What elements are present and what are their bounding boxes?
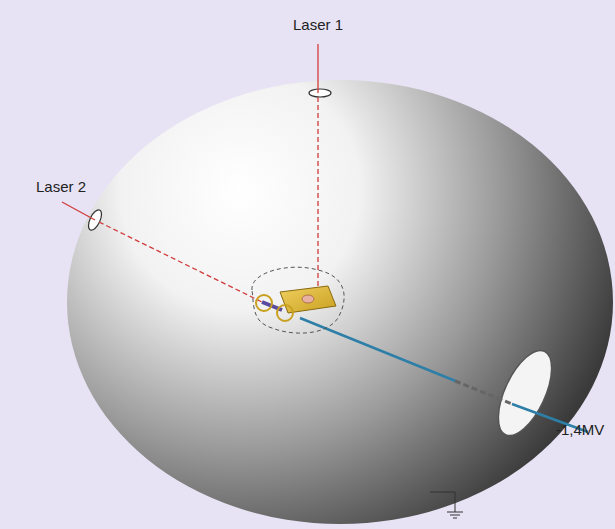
ground-symbol bbox=[447, 492, 463, 518]
ground-wire bbox=[430, 492, 455, 493]
laser-beam bbox=[62, 202, 95, 220]
laser-port bbox=[309, 89, 331, 97]
laser-beam bbox=[317, 97, 318, 302]
label-text: Laser 1 bbox=[293, 17, 343, 32]
cable-port bbox=[487, 343, 562, 443]
laser-beam bbox=[317, 44, 318, 93]
hv-cable bbox=[455, 381, 512, 404]
hv-cable bbox=[300, 318, 458, 382]
vacuum-region bbox=[252, 267, 344, 333]
target-plate bbox=[280, 286, 336, 313]
sphere bbox=[67, 80, 613, 524]
label-text: -1,4MV bbox=[556, 422, 604, 437]
electrode-ring bbox=[277, 305, 293, 321]
laser-spot bbox=[302, 295, 314, 303]
laser-beam bbox=[99, 222, 262, 302]
label-text: Laser 2 bbox=[36, 179, 86, 194]
electrode-ring bbox=[256, 295, 272, 311]
